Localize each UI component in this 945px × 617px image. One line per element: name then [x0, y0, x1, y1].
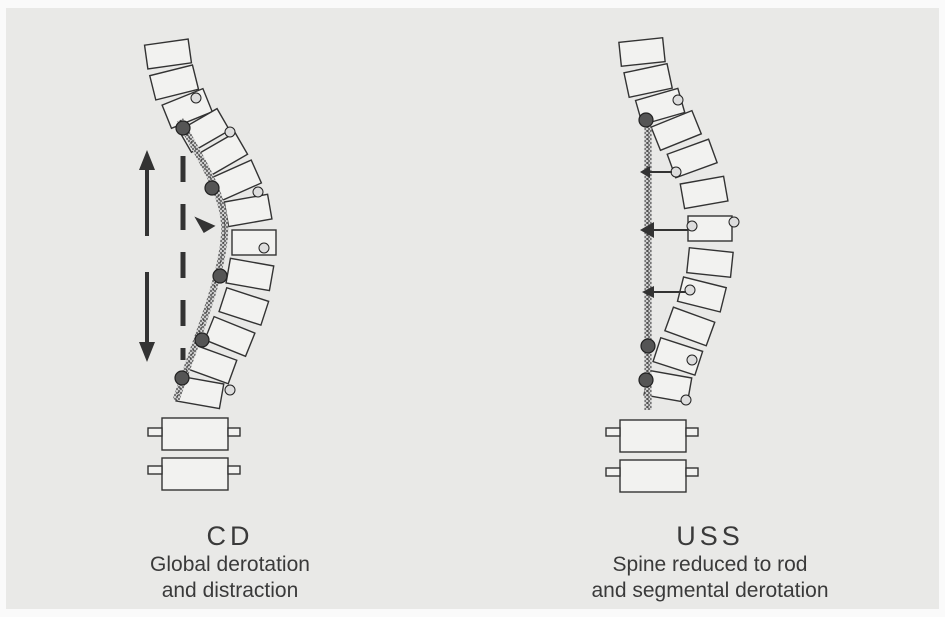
cd-lumbar-vertebra: [162, 458, 228, 490]
uss-transverse-process: [606, 468, 620, 476]
cd-derotation-mark: [196, 218, 214, 232]
uss-vertebra: [687, 248, 733, 277]
cd-hook: [213, 269, 227, 283]
cd-transverse-process: [228, 466, 240, 474]
cd-vertebra: [219, 288, 269, 325]
cd-lumbar-vertebra: [162, 418, 228, 450]
cd-small-screw: [225, 385, 235, 395]
cd-transverse-process: [228, 428, 240, 436]
uss-spine: [606, 38, 739, 492]
uss-lumbar-vertebra: [620, 420, 686, 452]
cd-small-screw: [259, 243, 269, 253]
cd-transverse-process: [148, 466, 162, 474]
cd-transverse-process: [148, 428, 162, 436]
uss-screw: [641, 339, 655, 353]
uss-vertebra: [665, 307, 715, 346]
uss-screw: [639, 113, 653, 127]
uss-small-screw: [671, 167, 681, 177]
uss-small-screw: [687, 221, 697, 231]
uss-caption-line-2: and segmental derotation: [525, 578, 895, 604]
uss-small-screw: [673, 95, 683, 105]
cd-caption-line-1: Global derotation: [80, 552, 380, 578]
uss-transverse-process: [606, 428, 620, 436]
cd-distraction-arrows: [139, 150, 183, 362]
cd-caption-line-2: and distraction: [80, 578, 380, 604]
cd-caption: CD Global derotation and distraction: [80, 520, 380, 604]
cd-vertebra: [226, 258, 274, 290]
cd-small-screw: [225, 127, 235, 137]
cd-hook: [205, 181, 219, 195]
uss-vertebra: [619, 38, 665, 66]
cd-hook: [195, 333, 209, 347]
cd-title: CD: [80, 520, 380, 552]
uss-transverse-process: [686, 428, 698, 436]
cd-hook: [175, 371, 189, 385]
uss-small-screw: [681, 395, 691, 405]
uss-vertebra: [678, 277, 727, 312]
cd-small-screw: [191, 93, 201, 103]
cd-vertebra: [145, 39, 192, 69]
uss-screw: [639, 373, 653, 387]
uss-title: USS: [525, 520, 895, 552]
uss-transverse-process: [686, 468, 698, 476]
uss-small-screw: [687, 355, 697, 365]
uss-vertebra: [680, 176, 728, 208]
cd-hook: [176, 121, 190, 135]
cd-small-screw: [253, 187, 263, 197]
uss-caption-line-1: Spine reduced to rod: [525, 552, 895, 578]
cd-vertebra: [224, 194, 272, 226]
cd-vertebra: [232, 230, 276, 255]
uss-caption: USS Spine reduced to rod and segmental d…: [525, 520, 895, 604]
uss-small-screw: [685, 285, 695, 295]
uss-lumbar-vertebra: [620, 460, 686, 492]
uss-small-screw: [729, 217, 739, 227]
cd-vertebra: [205, 317, 255, 357]
cd-spine: [145, 39, 276, 490]
